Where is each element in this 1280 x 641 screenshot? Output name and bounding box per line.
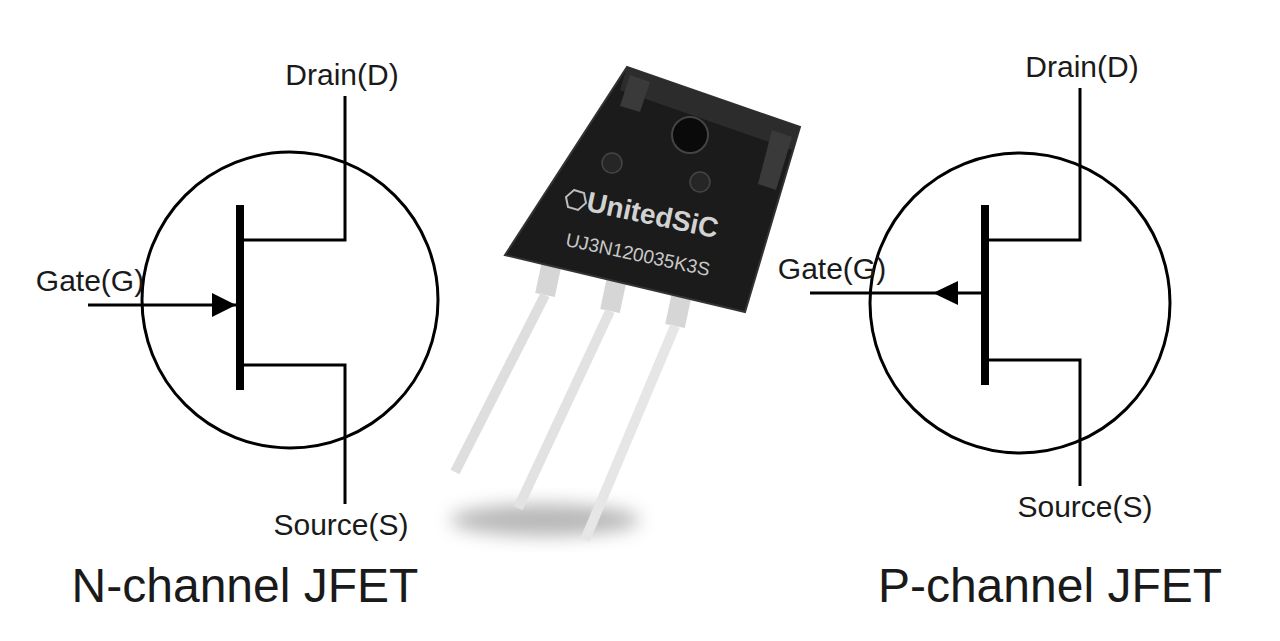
lead: [610, 278, 617, 311]
symbol-caption: P-channel JFET: [878, 562, 1222, 610]
pin-label: Drain(D): [285, 60, 398, 90]
lead: [585, 326, 675, 540]
to247-package: [450, 67, 800, 540]
leads: [455, 262, 682, 540]
mounting-hole: [672, 117, 708, 153]
logo-mark: [566, 190, 586, 210]
symbol-caption: N-channel JFET: [72, 562, 419, 610]
shadow: [450, 504, 640, 536]
p-jfet-symbol: [810, 88, 1170, 486]
lead: [545, 262, 552, 295]
gate-arrow: [212, 293, 236, 317]
pin-label: Source(S): [273, 510, 408, 540]
pin-label: Drain(D): [1025, 52, 1138, 82]
lead: [675, 293, 682, 326]
source-wire: [240, 365, 345, 504]
mold-dimple: [602, 153, 622, 173]
drain-wire: [985, 88, 1080, 240]
symbol-circle: [142, 152, 438, 448]
pin-label: Gate(G): [36, 266, 144, 296]
mold-dimple: [690, 172, 710, 192]
tab-notch: [620, 75, 650, 112]
gate-arrow: [933, 281, 958, 305]
lead: [455, 295, 545, 472]
symbol-circle: [870, 153, 1170, 453]
pin-label: Gate(G): [778, 254, 886, 284]
channel-bar: [981, 205, 989, 385]
lead: [518, 311, 610, 508]
channel-bar: [236, 205, 244, 390]
tab-notch: [758, 130, 792, 190]
n-jfet-symbol: [88, 96, 438, 504]
pin-label: Source(S): [1017, 492, 1152, 522]
package-body: [505, 67, 800, 312]
source-wire: [985, 360, 1080, 486]
drain-wire: [240, 96, 345, 240]
